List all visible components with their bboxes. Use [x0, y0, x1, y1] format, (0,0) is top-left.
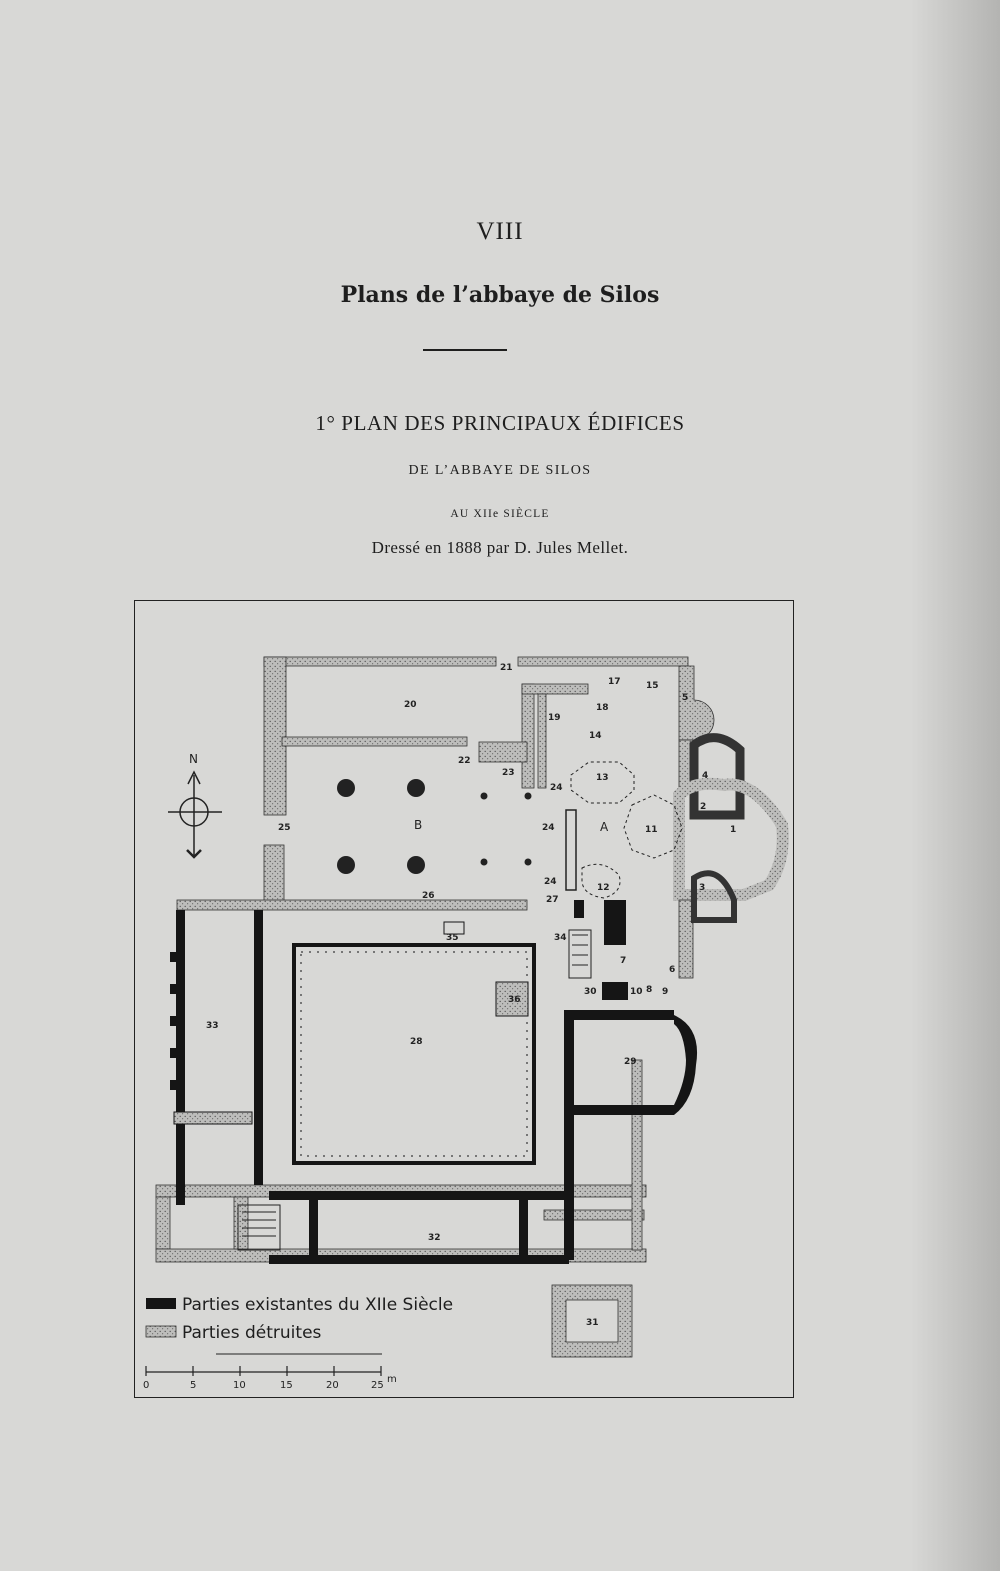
legend-swatch-existing — [146, 1298, 176, 1309]
legend: Parties existantes du XIIe Siècle Partie… — [145, 1295, 453, 1355]
room-label-21: 21 — [500, 663, 513, 673]
plan-subtitle: DE L’ABBAYE DE SILOS — [408, 463, 592, 478]
room-labels: 1 2 3 4 5 6 7 8 9 10 11 12 13 14 15 17 1… — [206, 663, 736, 1328]
plan-frame — [134, 600, 794, 1398]
room-label-11: 11 — [645, 825, 658, 835]
scale-tick-5: 5 — [190, 1380, 196, 1391]
room-label-22: 22 — [458, 756, 471, 766]
room-label-28: 28 — [410, 1037, 423, 1047]
room-label-14: 14 — [589, 731, 602, 741]
room-label-31: 31 — [586, 1318, 599, 1328]
existing-walls — [170, 900, 698, 1264]
room-label-9: 9 — [662, 987, 668, 997]
room-label-29: 29 — [624, 1057, 637, 1067]
room-label-5: 5 — [682, 693, 688, 703]
scale-tick-15: 15 — [280, 1380, 293, 1391]
room-label-15: 15 — [646, 681, 659, 691]
room-label-32: 32 — [428, 1233, 441, 1243]
room-label-18: 18 — [596, 703, 609, 713]
room-label-30: 30 — [584, 987, 597, 997]
room-label-b: B — [414, 818, 422, 832]
room-label-24-south: 24 — [544, 877, 557, 887]
room-label-8: 8 — [646, 985, 652, 995]
room-label-25: 25 — [278, 823, 291, 833]
room-label-12: 12 — [597, 883, 610, 893]
room-label-13: 13 — [596, 773, 609, 783]
scale-tick-10: 10 — [233, 1380, 246, 1391]
sanctuary — [565, 761, 683, 979]
room-label-36: 36 — [508, 995, 521, 1005]
room-label-24-north: 24 — [550, 783, 563, 793]
chapter-number: VIII — [476, 218, 524, 245]
abbey-floor-plan: N 1 2 3 4 5 6 7 8 9 10 11 12 13 14 15 17… — [143, 656, 789, 1391]
plan-credit: Dressé en 1888 par D. Jules Mellet. — [371, 538, 629, 557]
cloister — [173, 921, 536, 1165]
scale-tick-20: 20 — [326, 1380, 339, 1391]
room-label-a: A — [600, 820, 609, 834]
room-label-17: 17 — [608, 677, 621, 687]
plan-heading: 1° PLAN DES PRINCIPAUX ÉDIFICES — [315, 411, 685, 435]
room-label-35: 35 — [446, 933, 459, 943]
room-label-4: 4 — [702, 771, 708, 781]
compass-north-label: N — [189, 752, 198, 766]
legend-destroyed-label: Parties détruites — [182, 1323, 322, 1343]
legend-existing-label: Parties existantes du XIIe Siècle — [182, 1295, 453, 1315]
page-title: Plans de l’abbaye de Silos — [340, 282, 660, 308]
room-label-20: 20 — [404, 700, 417, 710]
scale-tick-25: 25 — [371, 1380, 384, 1391]
south-stair — [237, 1204, 281, 1251]
scale-tick-0: 0 — [143, 1380, 149, 1391]
room-label-26: 26 — [422, 891, 435, 901]
room-label-3: 3 — [699, 883, 705, 893]
room-label-24-middle: 24 — [542, 823, 555, 833]
room-label-19: 19 — [548, 713, 561, 723]
plan-century: AU XIIe SIÈCLE — [450, 508, 550, 520]
scale-bar: 0 5 10 15 20 25 m — [143, 1366, 397, 1391]
nave-piers — [337, 779, 532, 874]
scale-unit: m — [387, 1374, 397, 1385]
room-label-7: 7 — [620, 956, 626, 966]
room-label-6: 6 — [669, 965, 675, 975]
room-label-27: 27 — [546, 895, 559, 905]
room-label-34: 34 — [554, 933, 567, 943]
title-rule — [423, 349, 507, 351]
room-label-33: 33 — [206, 1021, 219, 1031]
compass: N — [168, 752, 222, 859]
room-label-2: 2 — [700, 802, 706, 812]
legend-swatch-destroyed — [145, 1325, 177, 1338]
room-label-1: 1 — [730, 825, 736, 835]
page-edge-shadow — [910, 0, 1000, 1571]
room-label-10: 10 — [630, 987, 643, 997]
room-label-23: 23 — [502, 768, 515, 778]
